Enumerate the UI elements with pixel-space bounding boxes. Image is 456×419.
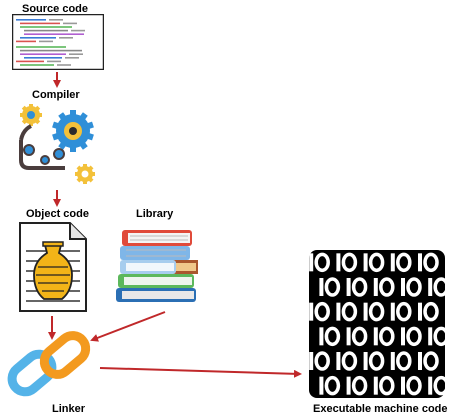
large-gear-icon: [52, 110, 94, 152]
source-code-label: Source code: [22, 3, 89, 15]
gears-icon: [15, 102, 105, 188]
executable-label: Executable machine code: [313, 403, 448, 415]
object-code-label: Object code: [26, 208, 89, 220]
conveyor-belt-icon: [19, 124, 65, 170]
binary-code-icon: [309, 250, 449, 398]
library-label: Library: [136, 208, 174, 220]
arrow-linker-to-executable: [99, 367, 302, 378]
arrow-library-to-linker: [90, 311, 166, 342]
books-icon: [112, 222, 202, 310]
vase-icon: [33, 241, 73, 300]
compiler-label: Compiler: [32, 89, 80, 101]
binary-digits: [309, 252, 449, 396]
chain-link-icon: [6, 330, 102, 406]
linker-label: Linker: [52, 403, 86, 415]
orange-link-icon: [39, 331, 91, 379]
code-lines: [16, 19, 85, 66]
object-file-icon: [18, 221, 88, 313]
code-document-icon: [11, 13, 105, 71]
